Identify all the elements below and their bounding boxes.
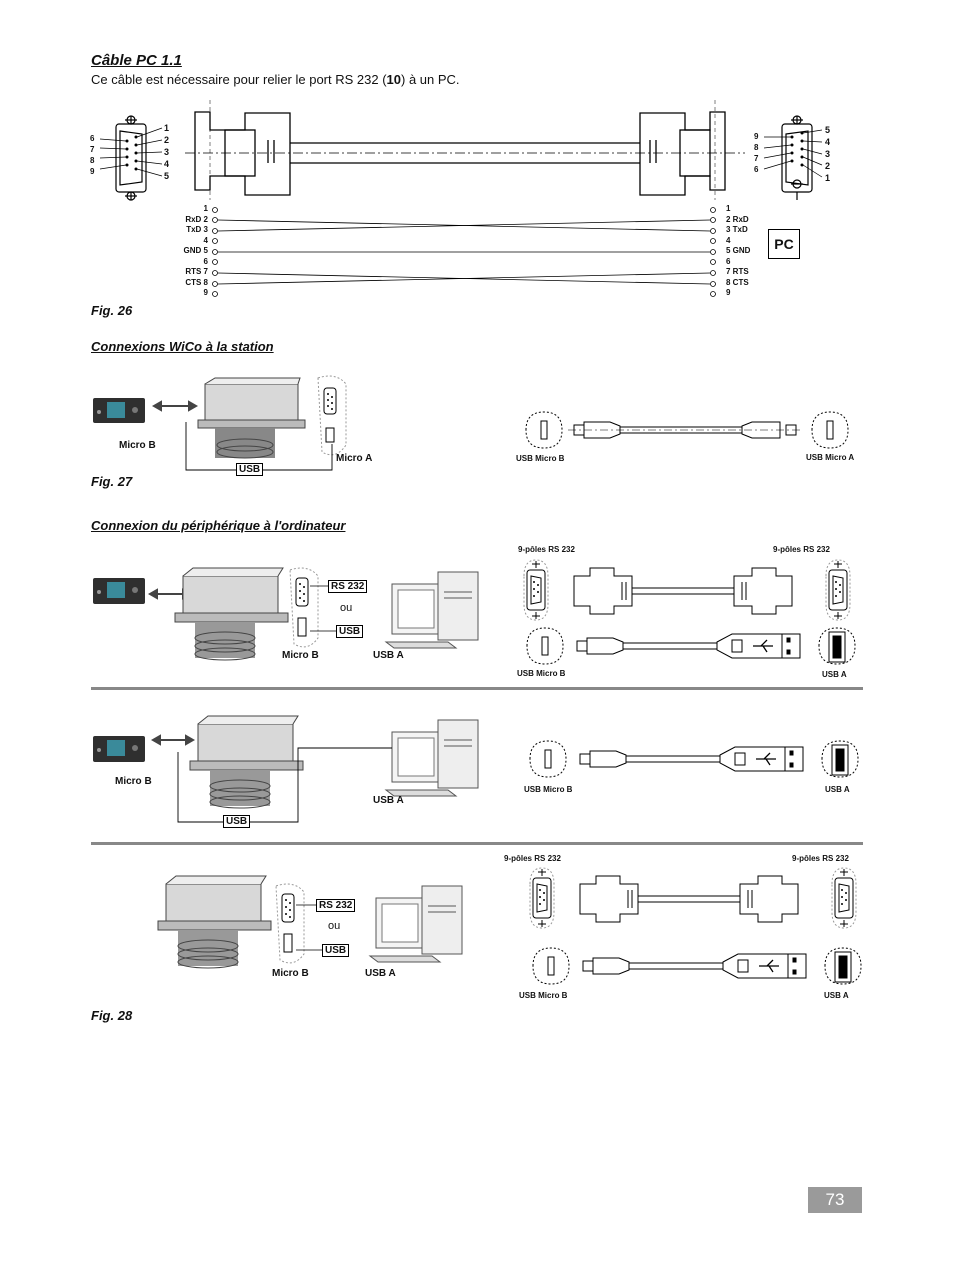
page-title: Câble PC 1.1 bbox=[91, 52, 182, 69]
label-usb-a-right-b: USB A bbox=[825, 785, 850, 794]
cable-label-usb-micro-a: USB Micro A bbox=[806, 453, 855, 462]
label-usb-a-box: USB bbox=[336, 625, 364, 638]
section-peripheral: Connexion du périphérique à l'ordinateur bbox=[91, 518, 346, 533]
wire-labels-left: 1 RxD 2 TxD 3 4 GND 5 6 RTS 7 CTS 8 9 bbox=[183, 204, 208, 297]
pc-label: PC bbox=[768, 229, 800, 259]
label-usb-a-right-a: USB A bbox=[822, 670, 847, 679]
label-usb-micro-b-b: USB Micro B bbox=[524, 785, 573, 794]
label-9pole-right-a: 9-pôles RS 232 bbox=[773, 545, 830, 554]
label-9pole-right-c: 9-pôles RS 232 bbox=[792, 854, 849, 863]
label-rs232-c: RS 232 bbox=[316, 899, 356, 912]
label-usba-a: USB A bbox=[373, 650, 404, 661]
fig27-caption: Fig. 27 bbox=[91, 474, 133, 489]
divider-1 bbox=[91, 687, 863, 690]
label-micro-b-b: Micro B bbox=[115, 776, 152, 787]
fig28-caption: Fig. 28 bbox=[91, 1008, 133, 1023]
label-usb-b-box: USB bbox=[223, 815, 251, 828]
right-right-pins: 5 4 3 2 1 bbox=[825, 125, 831, 183]
left-inner-pins: 1 2 3 4 5 bbox=[164, 123, 170, 181]
label-micro-b-c: Micro B bbox=[272, 968, 309, 979]
label-micro-b-a: Micro B bbox=[282, 650, 319, 661]
label-usb-a-right-c: USB A bbox=[824, 991, 849, 1000]
label-usba-b: USB A bbox=[373, 795, 404, 806]
section-wico: Connexions WiCo à la station bbox=[91, 339, 274, 354]
label-micro-b: Micro B bbox=[119, 440, 156, 451]
label-9pole-left-c: 9-pôles RS 232 bbox=[504, 854, 561, 863]
label-micro-a: Micro A bbox=[336, 453, 373, 464]
cable-label-usb-micro-b: USB Micro B bbox=[516, 454, 565, 463]
label-rs232-a: RS 232 bbox=[328, 580, 368, 593]
left-outer-pins: 6 7 8 9 bbox=[90, 134, 95, 176]
label-usb-micro-b-a: USB Micro B bbox=[517, 669, 566, 678]
right-left-pins: 9 8 7 6 bbox=[754, 132, 759, 174]
label-usb: USB bbox=[236, 463, 264, 476]
label-ou-a: ou bbox=[340, 602, 353, 614]
intro-text: Ce câble est nécessaire pour relier le p… bbox=[91, 72, 460, 87]
label-usb-c-box: USB bbox=[322, 944, 350, 957]
divider-2 bbox=[91, 842, 863, 845]
page-number: 73 bbox=[808, 1187, 862, 1213]
wire-labels-right: 1 2 RxD 3 TxD 4 5 GND 6 7 RTS 8 CTS 9 bbox=[726, 204, 751, 297]
label-ou-c: ou bbox=[328, 920, 341, 932]
label-9pole-left-a: 9-pôles RS 232 bbox=[518, 545, 575, 554]
label-usb-micro-b-c: USB Micro B bbox=[519, 991, 568, 1000]
label-usba-c: USB A bbox=[365, 968, 396, 979]
fig26-caption: Fig. 26 bbox=[91, 303, 133, 318]
